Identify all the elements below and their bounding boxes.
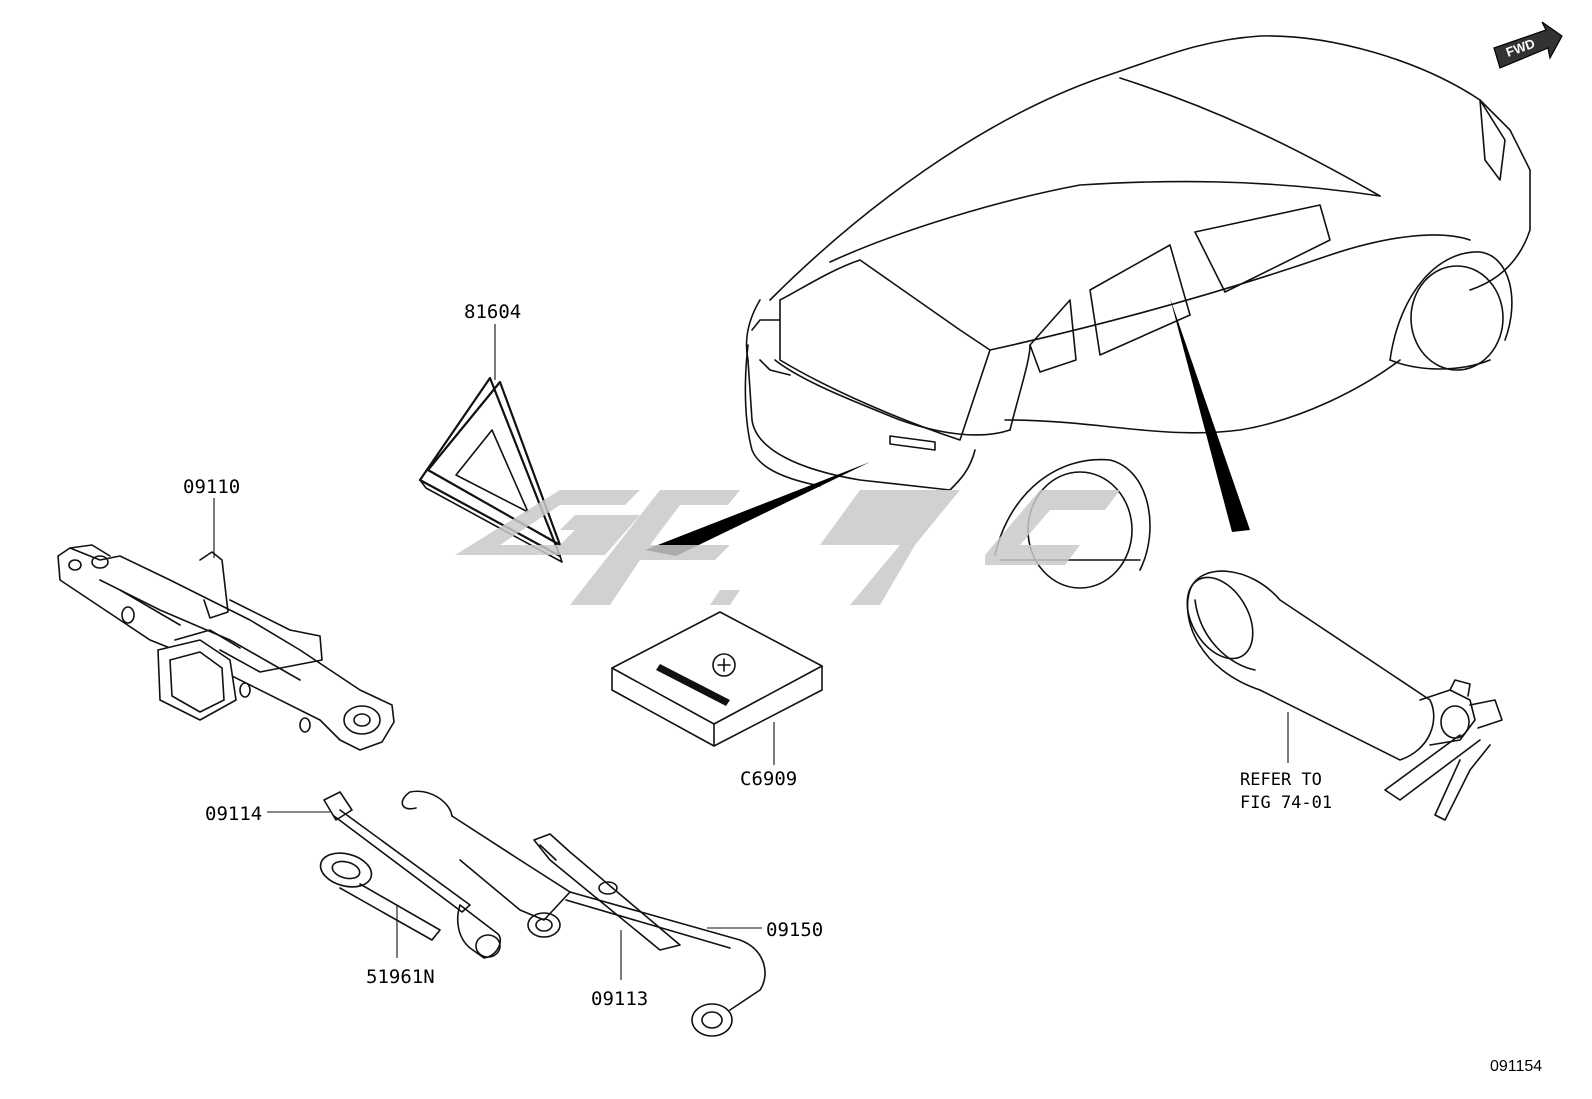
reference-line-1: REFER TO [1240, 770, 1322, 790]
label-81604: 81604 [464, 301, 521, 323]
label-c6909: C6909 [740, 768, 797, 790]
fire-extinguisher [1186, 570, 1503, 821]
label-09114: 09114 [205, 803, 262, 825]
jack-handle [323, 791, 502, 959]
tool-bar [533, 833, 681, 951]
label-09110: 09110 [183, 476, 240, 498]
figure-number: 091154 [1490, 1058, 1542, 1075]
watermark-logo [455, 490, 1120, 605]
ring-wrench [319, 852, 441, 941]
vehicle-outline [645, 35, 1531, 589]
lug-wrench [401, 790, 766, 1037]
first-aid-kit [611, 611, 823, 747]
label-09150: 09150 [766, 919, 823, 941]
reference-line-2: FIG 74-01 [1240, 793, 1332, 813]
fwd-arrow-icon: FWD [1493, 21, 1563, 69]
label-51961n: 51961N [366, 966, 435, 988]
label-09113: 09113 [591, 988, 648, 1010]
scissor-jack [57, 544, 395, 751]
warning-triangle [418, 376, 563, 563]
